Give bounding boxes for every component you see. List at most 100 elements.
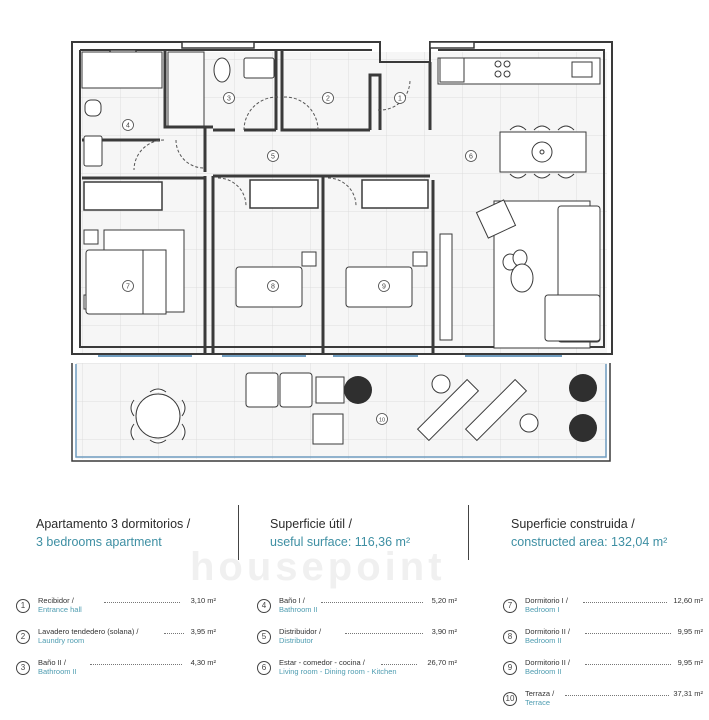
window-top-kitchen [429, 41, 475, 49]
apartment-type-en: 3 bedrooms apartment [36, 535, 162, 549]
leader-dots [565, 695, 669, 696]
apartment-type: Apartamento 3 dormitorios / 3 bedrooms a… [36, 515, 190, 551]
legend-item: 9 Dormitorio II /Bedroom II 9,95 m² [503, 658, 703, 689]
room-name-en: Living room - Dining room - Kitchen [279, 667, 397, 676]
room-marker-number: 5 [271, 154, 275, 161]
room-marker-number: 4 [126, 123, 130, 130]
constructed-area-en: constructed area: 132,04 m² [511, 535, 668, 549]
room-marker [223, 92, 235, 104]
room-name-es: Baño I / [279, 596, 305, 605]
apartment-type-es: Apartamento 3 dormitorios / [36, 517, 191, 531]
room-marker [122, 280, 134, 292]
room-number: 2 [16, 630, 30, 644]
room-name-en: Bedroom II [525, 636, 562, 645]
room-area: 3,10 m² [190, 596, 216, 605]
room-number: 6 [257, 661, 271, 675]
legend-item: 10 Terraza /Terrace 37,31 m² [503, 689, 703, 720]
legend-item: 6 Estar - comedor - cocina /Living room -… [257, 658, 457, 689]
room-marker-number: 6 [469, 154, 473, 161]
constructed-area-es: Superficie construida / [511, 517, 635, 531]
room-area: 37,31 m² [673, 689, 703, 698]
room-number: 4 [257, 599, 271, 613]
room-name-es: Lavadero tendedero (solana) / [38, 627, 139, 636]
room-marker-number: 9 [382, 284, 386, 291]
room-name-en: Bathroom II [38, 667, 77, 676]
room-marker-number: 7 [126, 284, 130, 291]
leader-dots [321, 602, 423, 603]
room-area: 3,95 m² [190, 627, 216, 636]
useful-surface-es: Superficie útil / [270, 517, 352, 531]
room-name-en: Bedroom I [525, 605, 560, 614]
room-marker [376, 413, 388, 425]
room-marker-number: 3 [227, 96, 231, 103]
room-name-es: Baño II / [38, 658, 66, 667]
room-number: 1 [16, 599, 30, 613]
leader-dots [585, 633, 671, 634]
leader-dots [164, 633, 184, 634]
room-name-es: Dormitorio II / [525, 627, 571, 636]
useful-surface-en: useful surface: 116,36 m² [270, 535, 411, 549]
room-marker [378, 280, 390, 292]
door-swings [133, 79, 411, 207]
room-name-en: Entrance hall [38, 605, 82, 614]
dining-table [499, 125, 587, 179]
room-marker [465, 150, 477, 162]
room-marker [267, 150, 279, 162]
room-number: 7 [503, 599, 517, 613]
legend-column-1: 1 Recibidor /Entrance hall 3,10 m² 2 Lavade… [16, 596, 216, 689]
room-marker-number: 2 [326, 96, 330, 103]
room-marker [267, 280, 279, 292]
room-marker [122, 119, 134, 131]
terrace-dining [130, 388, 186, 444]
divider [238, 505, 239, 560]
room-number: 9 [503, 661, 517, 675]
leader-dots [583, 602, 667, 603]
leader-dots [345, 633, 423, 634]
apartment-summary: Apartamento 3 dormitorios / 3 bedrooms a… [0, 505, 709, 575]
room-name-es: Estar - comedor - cocina / [279, 658, 365, 667]
room-area: 4,30 m² [190, 658, 216, 667]
useful-surface: Superficie útil / useful surface: 116,36… [270, 515, 410, 551]
room-area: 12,60 m² [673, 596, 703, 605]
legend-item: 2 Lavadero tendedero (solana) /Laundry ro… [16, 627, 216, 658]
room-number: 3 [16, 661, 30, 675]
room-name-es: Distribuidor / [279, 627, 322, 636]
room-name-en: Bedroom II [525, 667, 562, 676]
divider [468, 505, 469, 560]
room-marker [394, 92, 406, 104]
room-name-en: Laundry room [38, 636, 85, 645]
room-number: 5 [257, 630, 271, 644]
room-marker-number: 10 [379, 418, 385, 424]
living-furniture [439, 199, 601, 349]
room-marker-number: 8 [271, 284, 275, 291]
legend-item: 3 Baño II /Bathroom II 4,30 m² [16, 658, 216, 689]
room-name-en: Distributor [279, 636, 314, 645]
plants [344, 374, 597, 442]
legend-item: 1 Recibidor /Entrance hall 3,10 m² [16, 596, 216, 627]
sun-loungers [416, 378, 528, 442]
room-name-es: Recibidor / [38, 596, 74, 605]
leader-dots [585, 664, 671, 665]
room-name-es: Dormitorio II / [525, 658, 571, 667]
room-number: 8 [503, 630, 517, 644]
terrace-edges [71, 363, 611, 462]
room-name-es: Terraza / [525, 689, 555, 698]
wardrobes [83, 179, 429, 211]
room-name-en: Terrace [525, 698, 551, 707]
room-area: 9,95 m² [677, 627, 703, 636]
legend-item: 8 Dormitorio II /Bedroom II 9,95 m² [503, 627, 703, 658]
leader-dots [90, 664, 182, 665]
room-marker [322, 92, 334, 104]
room-name-es: Dormitorio I / [525, 596, 568, 605]
room-number: 10 [503, 692, 517, 706]
room-area: 5,20 m² [431, 596, 457, 605]
leader-dots [381, 664, 417, 665]
room-area: 9,95 m² [677, 658, 703, 667]
leader-dots [104, 602, 180, 603]
